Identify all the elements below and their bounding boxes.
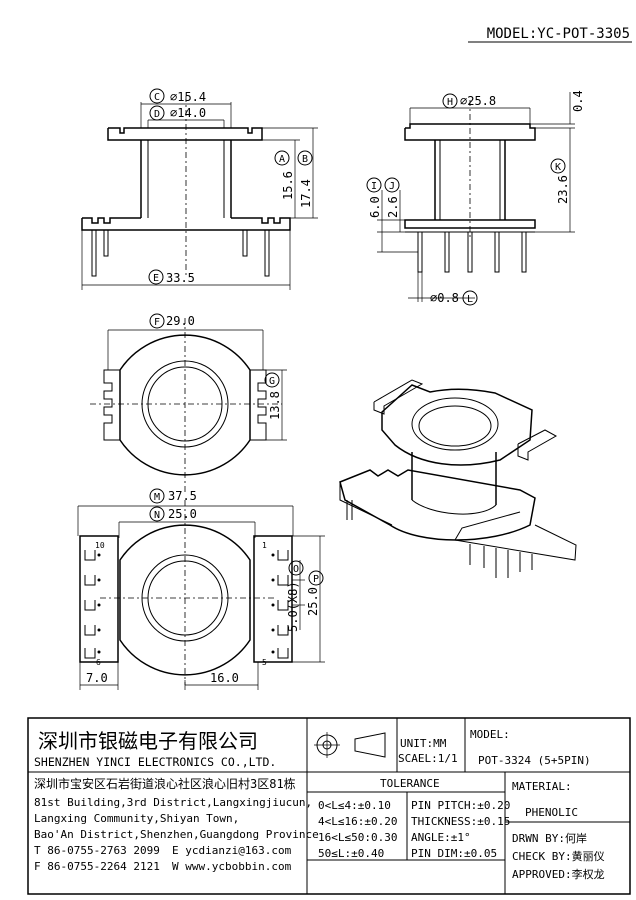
dim-b: 17.4 <box>299 179 313 208</box>
svg-text:G: G <box>269 376 275 387</box>
svg-text:A: A <box>279 154 285 165</box>
dim-bottom-left: 7.0 <box>86 671 108 685</box>
svg-text:I: I <box>371 181 377 192</box>
title-block: 深圳市银磁电子有限公司 SHENZHEN YINCI ELECTRONICS C… <box>27 717 631 895</box>
pin-dim: PIN DIM:±0.05 <box>411 847 497 860</box>
svg-text:C: C <box>154 92 160 103</box>
fax: F 86-0755-2264 2121 <box>34 860 160 873</box>
callout-d: D <box>149 105 165 121</box>
svg-text:D: D <box>154 109 160 120</box>
isometric-view <box>339 379 577 578</box>
model-value: POT-3324 (5+5PIN) <box>478 754 591 767</box>
pin-number-6: 6 <box>96 658 101 667</box>
callout-j: J <box>384 177 400 193</box>
svg-text:F: F <box>154 317 160 328</box>
telephone: T 86-0755-2763 2099 <box>34 844 160 857</box>
dim-f: 29.0 <box>166 314 195 328</box>
dim-d: ∅14.0 <box>170 106 206 120</box>
top-view: 29.0 13.8 <box>90 314 287 492</box>
tolerance-1: 0<L≤4:±0.10 <box>318 799 391 812</box>
bottom-view: 37.5 25.0 10 6 1 5 5.0(X8) 25 <box>77 489 325 690</box>
callout-k: K <box>550 158 566 174</box>
callout-p: P <box>308 570 324 586</box>
svg-text:N: N <box>154 510 160 521</box>
dim-p: 25.0 <box>306 587 320 616</box>
address-en-3: Bao'An District,Shenzhen,Guangdong Provi… <box>34 828 319 841</box>
callout-h: H <box>442 93 458 109</box>
unit-label: UNIT:MM <box>400 737 447 750</box>
dim-n: 25.0 <box>168 507 197 521</box>
dim-i: 6.0 <box>368 196 382 218</box>
drawn-by: DRWN BY:何岸 <box>512 832 587 845</box>
dim-e: 33.5 <box>166 271 195 285</box>
dim-k: 23.6 <box>556 175 570 204</box>
svg-text:B: B <box>302 154 308 165</box>
dim-bottom-mid: 16.0 <box>210 671 239 685</box>
address-en-2: Langxing Community,Shiyan Town, <box>34 812 239 825</box>
tolerance-3: 16<L≤50:0.30 <box>318 831 397 844</box>
tolerance-2: 4<L≤16:±0.20 <box>318 815 397 828</box>
material-value: PHENOLIC <box>525 806 578 819</box>
callout-c: C <box>149 88 165 104</box>
callout-b: B <box>297 150 313 166</box>
callout-a: A <box>274 150 290 166</box>
address-en-1: 81st Building,3rd District,Langxingjiucu… <box>34 796 312 809</box>
dim-m: 37.5 <box>168 489 197 503</box>
pin-pitch: PIN PITCH:±0.20 <box>411 799 510 812</box>
callout-f: F <box>149 313 165 329</box>
dim-j: 2.6 <box>386 196 400 218</box>
svg-text:M: M <box>154 492 160 503</box>
dim-h: ∅25.8 <box>460 94 496 108</box>
thickness: THICKNESS:±0.15 <box>411 815 510 828</box>
dim-g: 13.8 <box>268 391 282 420</box>
callout-l: L <box>462 290 478 306</box>
material-label: MATERIAL: <box>512 780 572 793</box>
pin-number-10: 10 <box>95 541 105 550</box>
callout-g: G <box>264 372 280 388</box>
address-cn: 深圳市宝安区石岩街道浪心社区浪心旧村3区81栋 <box>34 776 296 791</box>
company-name-en: SHENZHEN YINCI ELECTRONICS CO.,LTD. <box>34 755 276 769</box>
callout-i: I <box>366 177 382 193</box>
svg-text:J: J <box>389 181 395 192</box>
model-header: MODEL:YC-POT-3305 <box>487 26 630 42</box>
callout-o: O <box>288 560 304 576</box>
dim-c: ∅15.4 <box>170 90 206 104</box>
front-view: ∅15.4 ∅14.0 15.6 17.4 33.5 <box>81 90 318 290</box>
dim-o: 5.0(X8) <box>286 581 300 632</box>
callout-m: M <box>149 488 165 504</box>
svg-text:O: O <box>293 564 299 575</box>
website: W www.ycbobbin.com <box>172 860 292 873</box>
approved-by: APPROVED:李权龙 <box>512 867 605 881</box>
callout-e: E <box>148 269 164 285</box>
dim-04: 0.4 <box>571 90 585 112</box>
tolerance-4: 50≤L:±0.40 <box>318 847 384 860</box>
scale-label: SCAEL:1/1 <box>398 752 458 765</box>
checked-by: CHECK BY:黄丽仪 <box>512 849 605 863</box>
pin-number-1: 1 <box>262 541 267 550</box>
side-view: ∅25.8 0.4 23.6 6.0 2.6 ∅0.8 <box>368 90 585 305</box>
dim-l: ∅0.8 <box>430 291 459 305</box>
dimension-letter-callouts: A B C D E F G H I J K L M N O P <box>148 88 566 586</box>
model-label: MODEL: <box>470 728 510 741</box>
pin-number-5: 5 <box>262 658 267 667</box>
callout-n: N <box>149 506 165 522</box>
email: E ycdianzi@163.com <box>172 844 292 857</box>
svg-text:L: L <box>467 294 473 305</box>
tolerance-label: TOLERANCE <box>380 777 440 790</box>
svg-text:H: H <box>447 97 453 108</box>
dim-a: 15.6 <box>281 171 295 200</box>
angle: ANGLE:±1° <box>411 831 471 844</box>
svg-text:K: K <box>555 162 561 173</box>
company-name-cn: 深圳市银磁电子有限公司 <box>38 729 258 753</box>
projection-symbol <box>314 732 386 758</box>
svg-text:P: P <box>313 574 319 585</box>
svg-text:E: E <box>153 273 159 284</box>
